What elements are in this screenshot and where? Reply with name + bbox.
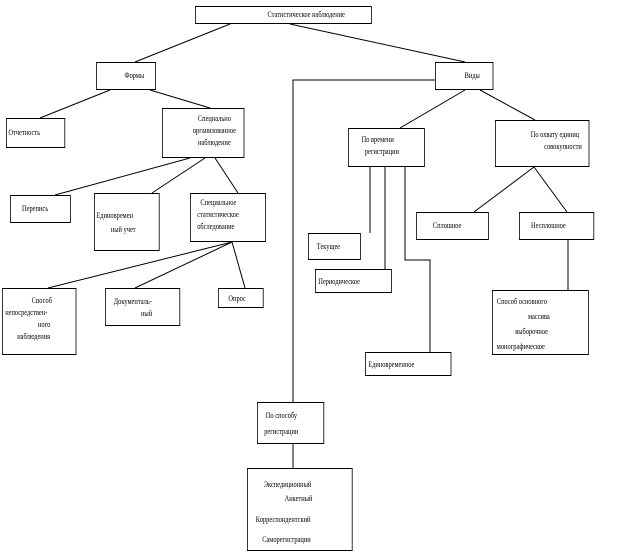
dokumentalny-line-1: Документаль- xyxy=(113,297,152,306)
po-vremeni-line-1: По времени xyxy=(361,135,394,144)
spec-stat-line-2: статистическое xyxy=(197,210,239,219)
edinovrem-uchet-line-1: Единовремен xyxy=(96,211,133,220)
po-ohvatu-line-2: совокупности xyxy=(544,142,582,151)
periodicheskoe-label: Периодическое xyxy=(318,277,360,286)
node-dokumentalny: Документаль- ный xyxy=(105,288,181,326)
sposob-neposr-line-4: наблюдения xyxy=(17,332,51,341)
opros-label: Опрос xyxy=(228,294,246,303)
node-sploshnoe: Сплошное xyxy=(416,212,489,240)
spec-org-line-1: Специально xyxy=(197,114,231,123)
node-po-vremeni: По времени регистрации xyxy=(348,128,425,167)
node-edinovremennoe: Единовременное xyxy=(365,352,452,376)
node-otchetnost: Отчетность xyxy=(6,118,66,148)
po-sposobu-line-2: регистрации xyxy=(264,427,299,436)
spec-org-line-2: организованное xyxy=(192,126,236,135)
node-po-sposobu: По способу регистрации xyxy=(257,402,325,444)
node-spec-org: Специально организованное наблюдение xyxy=(162,108,245,158)
node-po-ohvatu: По охвату единиц совокупности xyxy=(495,120,590,167)
method-korrespondentsky: Корреспондентский xyxy=(255,515,311,524)
dokumentalny-line-2: ный xyxy=(141,309,153,318)
node-nesploshnoe: Несплошное xyxy=(519,212,595,240)
method-samoregistratsii: Саморегистрации xyxy=(262,535,311,544)
spec-stat-line-3: обследование xyxy=(197,222,235,231)
node-edinovrem-uchet: Единовремен ный учет xyxy=(94,193,160,251)
vidy-label: Виды xyxy=(464,71,480,80)
edinovremennoe-label: Единовременное xyxy=(368,360,415,369)
perepis-label: Перепись xyxy=(22,204,49,213)
node-tekushchee: Текущее xyxy=(308,233,361,260)
sposob-osnovnogo-line-1: Способ основного xyxy=(496,297,547,306)
otchetnost-label: Отчетность xyxy=(8,128,41,137)
node-sposob-neposr: Способ непосредствен- ного наблюдения xyxy=(2,288,77,355)
spec-stat-line-1: Специальное xyxy=(200,198,237,207)
method-ekspeditsionny: Экспедиционный xyxy=(263,480,312,489)
sposob-neposr-line-1: Способ xyxy=(31,296,52,305)
nesploshnoe-label: Несплошное xyxy=(531,221,566,230)
node-periodicheskoe: Периодическое xyxy=(315,269,392,293)
sposob-osnovnogo-line-2: массива xyxy=(528,312,550,321)
method-anketny: Анкетный xyxy=(284,494,313,503)
node-opros: Опрос xyxy=(218,288,264,308)
po-vremeni-line-2: регистрации xyxy=(364,147,399,156)
node-root: Статистическое наблюдение xyxy=(195,6,372,24)
spec-org-line-3: наблюдение xyxy=(198,138,231,147)
node-formy: Формы xyxy=(96,62,156,90)
sploshnoe-label: Сплошное xyxy=(432,221,462,230)
tekushchee-label: Текущее xyxy=(316,242,341,251)
po-sposobu-line-1: По способу xyxy=(265,411,298,420)
sposob-neposr-line-3: ного xyxy=(38,320,51,329)
node-perepis: Перепись xyxy=(10,195,71,223)
node-sposob-osnovnogo: Способ основного массива выборочное моно… xyxy=(492,290,589,355)
root-label: Статистическое наблюдение xyxy=(267,10,345,19)
formy-label: Формы xyxy=(124,71,145,80)
sposob-osnovnogo-line-3: выборочное xyxy=(515,327,548,336)
node-methods: Экспедиционный Анкетный Корреспондентски… xyxy=(247,468,353,551)
node-vidy: Виды xyxy=(435,62,494,90)
sposob-osnovnogo-line-4: монографическое xyxy=(496,342,545,351)
sposob-neposr-line-2: непосредствен- xyxy=(5,308,48,317)
po-ohvatu-line-1: По охвату единиц xyxy=(530,130,580,139)
node-spec-stat: Специальное статистическое обследование xyxy=(190,193,266,242)
edinovrem-uchet-line-2: ный учет xyxy=(110,225,136,234)
